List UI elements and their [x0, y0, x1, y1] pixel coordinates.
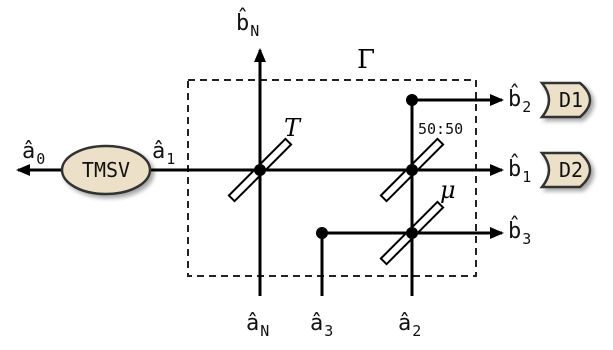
- junction-dot: [406, 227, 418, 239]
- label-b-1: b̂1: [508, 154, 531, 186]
- junction-dot: [406, 164, 418, 176]
- label-a-1: â1: [152, 139, 175, 168]
- junction-dot: [316, 227, 328, 239]
- detector-d2: D2: [539, 151, 592, 189]
- junction-dot: [254, 164, 266, 176]
- splitter-mu-label: μ: [440, 176, 456, 204]
- gamma-region-box: [187, 79, 477, 277]
- svg-text:TMSV: TMSV: [82, 158, 130, 182]
- label-a-n: âN: [246, 311, 269, 340]
- junction-dot: [406, 94, 418, 106]
- splitter-t-label: T: [284, 114, 302, 142]
- label-a-0: â0: [22, 139, 45, 168]
- svg-text:D2: D2: [559, 158, 583, 182]
- gamma-label: Γ: [357, 45, 375, 75]
- label-b-2: b̂2: [508, 84, 531, 116]
- label-b-n: b̂N: [236, 8, 259, 40]
- label-a-2: â2: [398, 311, 421, 340]
- label-b-3: b̂3: [508, 216, 531, 248]
- detector-d1: D1: [539, 81, 592, 119]
- splitter-ratio-label: 50:50: [418, 120, 463, 138]
- tmsv-source: TMSV: [60, 144, 152, 196]
- label-a-3: â3: [310, 311, 333, 340]
- svg-text:D1: D1: [559, 88, 583, 112]
